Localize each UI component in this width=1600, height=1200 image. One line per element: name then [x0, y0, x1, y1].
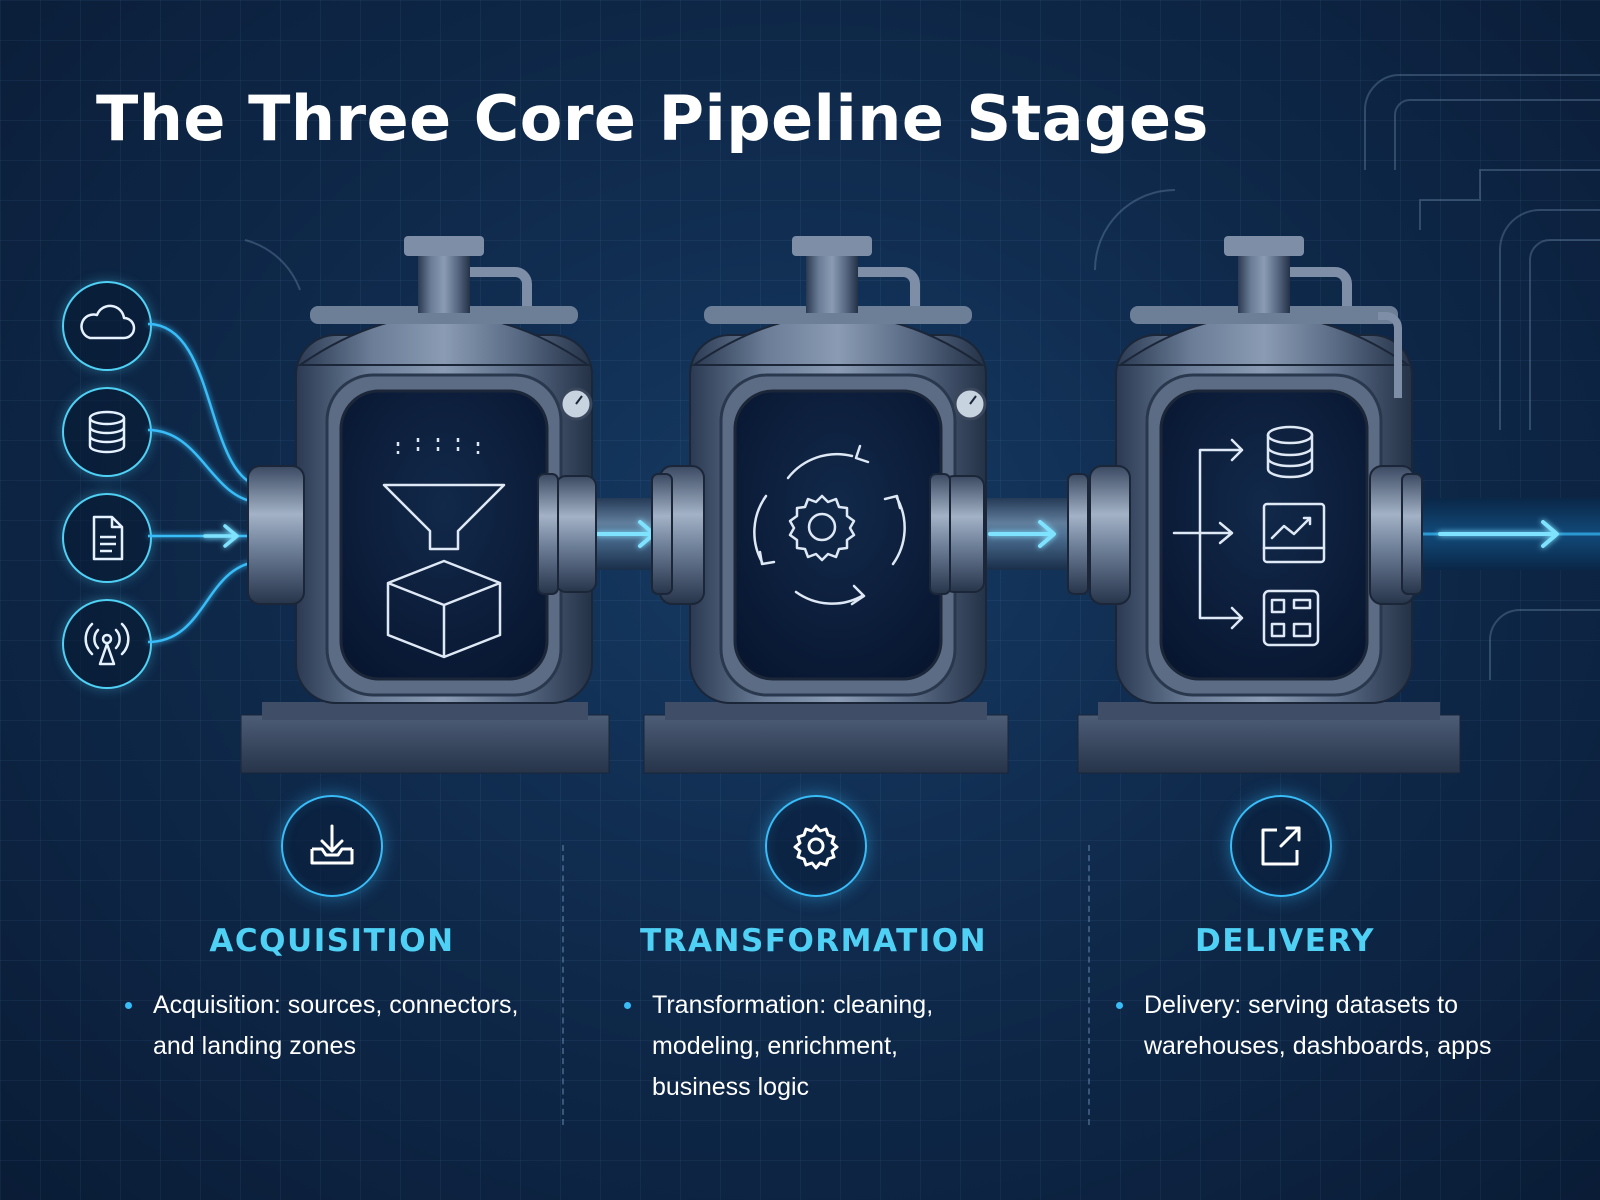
tank-acquisition: [240, 236, 610, 774]
stage-bullet: Delivery: serving datasets to warehouses…: [1090, 985, 1560, 1067]
source-database: [62, 387, 152, 477]
source-broadcast: [62, 599, 152, 689]
download-tray-icon: [310, 824, 354, 865]
stage-bullet: Acquisition: sources, connectors, and la…: [117, 985, 547, 1067]
stage-title: TRANSFORMATION: [640, 923, 988, 959]
tank-delivery: [1077, 236, 1461, 774]
bullet-text: Transformation: cleaning, modeling, enri…: [652, 991, 934, 1101]
gear-cycle-icon: [753, 444, 906, 606]
stage-bullet: Transformation: cleaning, modeling, enri…: [600, 985, 1030, 1108]
tank-transformation: [643, 236, 1009, 774]
blueprint-pipes-decoration: [244, 74, 1600, 680]
stage-title: DELIVERY: [1195, 923, 1375, 959]
pipe-flanges: [537, 473, 1423, 595]
page-title: The Three Core Pipeline Stages: [96, 82, 1209, 155]
transformation-badge: [765, 795, 867, 897]
gear-icon: [793, 824, 839, 870]
source-connectors: [147, 322, 256, 644]
source-cloud: [62, 281, 152, 371]
stage-title: ACQUISITION: [209, 923, 455, 959]
bullet-dot: [624, 1002, 631, 1009]
distribute-outputs-icon: [1172, 425, 1326, 647]
external-link-icon: [1261, 826, 1301, 866]
stage-transformation: TRANSFORMATION Transformation: cleaning,…: [600, 795, 1030, 1108]
delivery-badge: [1230, 795, 1332, 897]
source-document: [62, 493, 152, 583]
database-icon: [88, 410, 126, 454]
stage-acquisition: ACQUISITION Acquisition: sources, connec…: [117, 795, 547, 1067]
pipeline-diagram: [147, 74, 1600, 774]
bullet-text: Acquisition: sources, connectors, and la…: [153, 991, 519, 1060]
acquisition-badge: [281, 795, 383, 897]
divider-1: [562, 845, 564, 1125]
input-arrow: [203, 524, 239, 548]
flow-arrows: [596, 520, 1559, 548]
funnel-into-box-icon: [382, 438, 506, 659]
stage-delivery: DELIVERY Delivery: serving datasets to w…: [1090, 795, 1560, 1067]
broadcast-tower-icon: [84, 622, 130, 666]
bullet-dot: [1116, 1002, 1123, 1009]
bullet-text: Delivery: serving datasets to warehouses…: [1144, 991, 1492, 1060]
bullet-dot: [125, 1002, 132, 1009]
document-icon: [92, 515, 124, 561]
cloud-icon: [80, 304, 136, 340]
divider-2: [1088, 845, 1090, 1125]
